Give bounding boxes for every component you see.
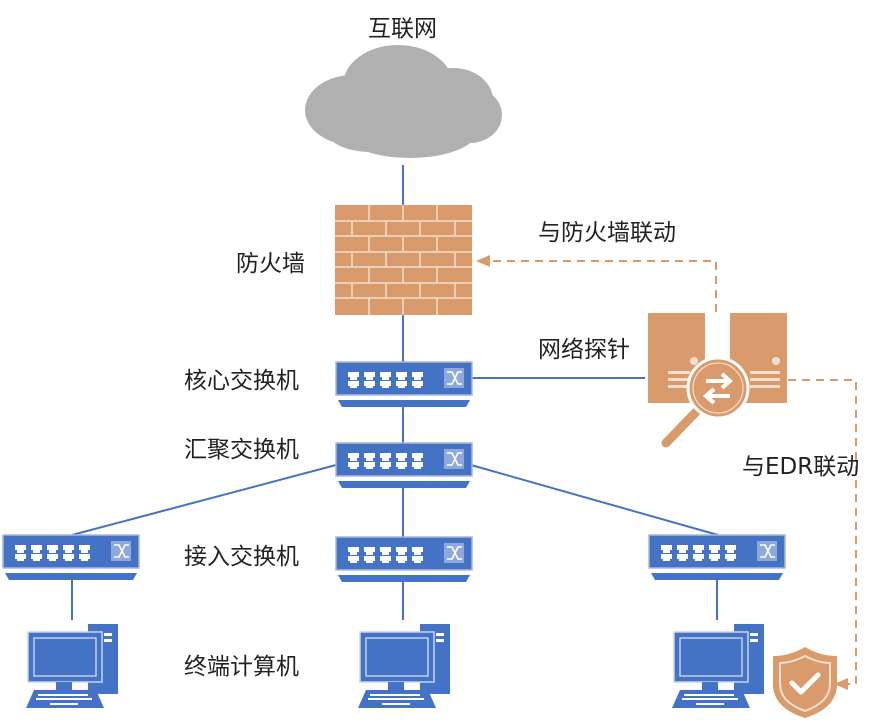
arrowhead-icon xyxy=(834,678,848,690)
server-search-icon xyxy=(648,313,787,448)
arrowhead-icon xyxy=(476,255,490,267)
access-switch-right-icon xyxy=(648,534,786,581)
firewall-linkage-line xyxy=(486,260,717,312)
internet-label: 互联网 xyxy=(368,16,437,42)
brick-wall-icon xyxy=(335,205,472,315)
probe-label: 网络探针 xyxy=(538,337,630,363)
shield-check-icon xyxy=(773,647,837,718)
access-switch-left-icon xyxy=(2,534,140,581)
cloud-icon xyxy=(305,45,502,158)
edr-linkage-label: 与EDR联动 xyxy=(742,454,860,480)
firewall-linkage-label: 与防火墙联动 xyxy=(538,220,676,246)
terminal-label: 终端计算机 xyxy=(184,654,299,680)
edr-linkage-line xyxy=(788,379,857,685)
desktop-computer-left-icon xyxy=(25,623,119,709)
link-aggregation-access-right xyxy=(470,464,719,536)
access-switch-label: 接入交换机 xyxy=(184,544,299,570)
core-switch-label: 核心交换机 xyxy=(184,368,299,394)
firewall-label: 防火墙 xyxy=(236,251,305,277)
core-switch-icon xyxy=(335,361,473,408)
access-switch-center-icon xyxy=(335,536,473,583)
desktop-computer-center-icon xyxy=(357,623,451,709)
desktop-computer-right-icon xyxy=(671,623,765,709)
aggregation-switch-label: 汇聚交换机 xyxy=(184,437,299,463)
aggregation-switch-icon xyxy=(335,442,473,489)
link-aggregation-access-left xyxy=(71,464,337,536)
